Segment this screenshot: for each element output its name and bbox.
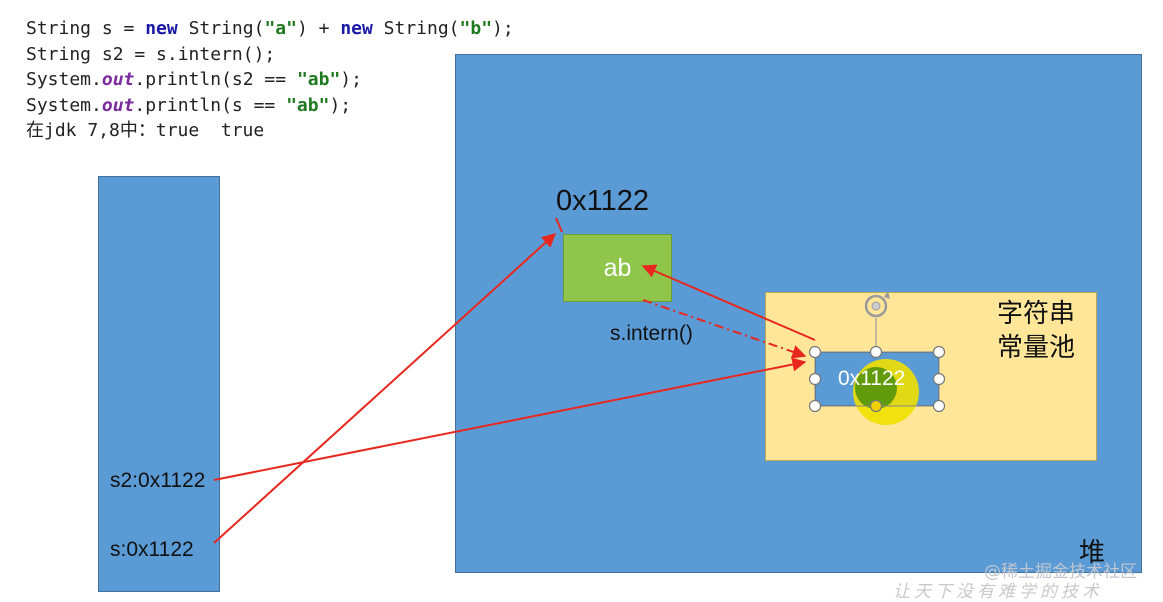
watermark-slogan: 让天下没有难学的技术 [893,582,1103,602]
cursor-dot [855,367,897,409]
string-literal: "a" [264,18,297,39]
stack-frame [98,176,220,592]
code-line-5: 在jdk 7,8中：true true [26,120,265,141]
arrow-pool-to-object [641,264,816,341]
field-out: out [101,69,135,90]
string-literal: "ab" [286,94,330,116]
heap-label: 堆 [1079,538,1106,568]
string-literal: "b" [459,18,493,39]
code-snippet: String s = new String("a") + new String(… [26,16,514,144]
keyword-new: new [145,18,178,39]
keyword-new: new [340,18,373,39]
s2-reference-label: s2:0x1122 [110,469,206,492]
watermark-site: @稀土掘金技术社区 [984,562,1137,582]
string-literal: "ab" [296,69,341,90]
arrow-s-to-object [213,233,557,544]
object-address-label: 0x1122 [556,185,649,217]
code-line-3: System.out.println(s2 == "ab"); [26,69,362,90]
resize-handles[interactable] [808,345,946,413]
code-line-1: String s = new String("a") + new String(… [26,18,514,39]
arrow-intern-dashed [642,299,807,359]
s-reference-label: s:0x1122 [110,538,194,561]
pool-reference-value: 0x1122 [838,367,906,390]
pool-title-line1: 字符串 [997,299,1076,329]
field-out: out [101,94,135,116]
arrow-s2-to-pool [213,357,807,481]
code-line-4: System.out.println(s == "ab"); [26,94,352,116]
object-value: ab [603,254,632,282]
intern-call-label: s.intern() [610,322,693,345]
code-line-2: String s2 = s.intern(); [26,43,276,65]
pool-title-line2: 常量池 [997,333,1076,363]
rotate-handle-icon[interactable] [864,291,890,318]
address-pointer-tick [555,217,563,233]
